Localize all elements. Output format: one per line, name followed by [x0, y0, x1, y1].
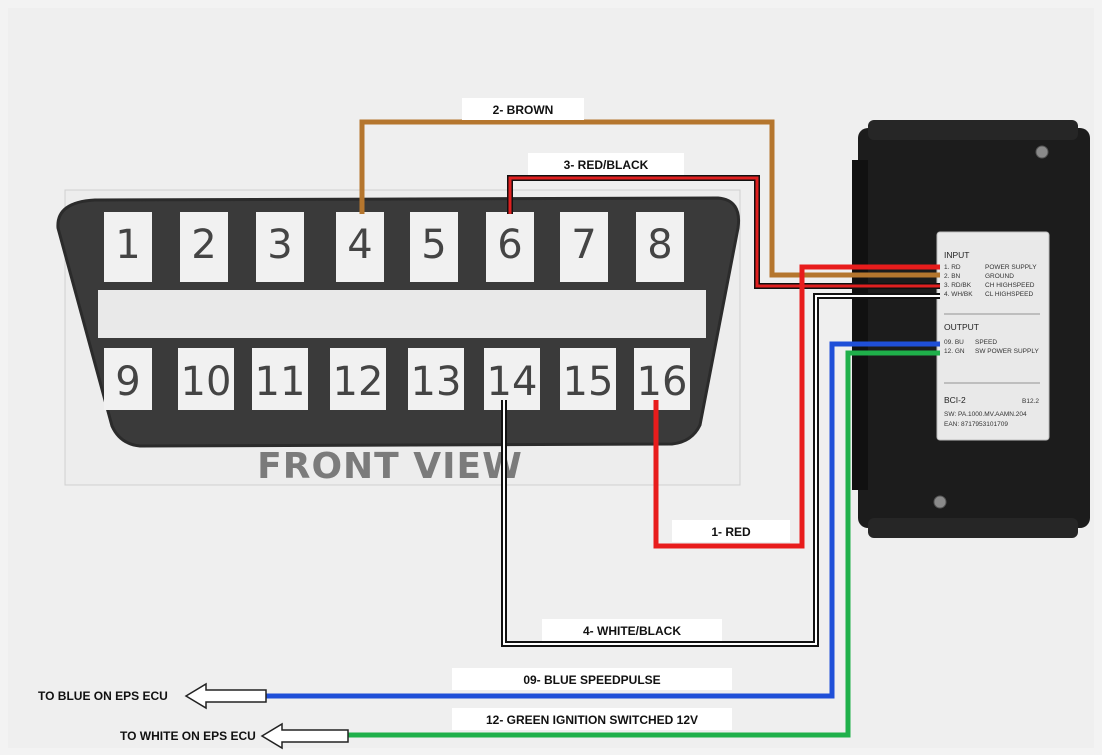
plate-output-code: 12. GN [944, 348, 965, 355]
label-box-green [452, 708, 732, 730]
label-green: 12- GREEN IGNITION SWITCHED 12V [486, 713, 698, 727]
pin-number: 3 [267, 222, 292, 268]
wire-green [348, 350, 940, 738]
pin-cavity [336, 212, 384, 282]
pin-cavity [330, 348, 386, 410]
wire-brown [359, 119, 940, 278]
plate-output-title: OUTPUT [944, 322, 979, 332]
plate-input-desc: CL HIGHSPEED [985, 291, 1033, 298]
module-side-edge [852, 160, 868, 490]
bottom-pin-row [104, 348, 690, 410]
plate-output-code: 09. BU [944, 339, 964, 346]
plate-sw: SW: PA.1000.MV.AAMN.204 [944, 411, 1027, 418]
pin-cavity [560, 348, 616, 410]
module-top-flange [868, 120, 1078, 140]
label-box-brown [462, 98, 584, 120]
arrow-left-icon [260, 722, 349, 750]
plate-input-desc: CH HIGHSPEED [985, 282, 1035, 289]
plate-input-code: 3. RD/BK [944, 282, 972, 289]
label-white-black: 4- WHITE/BLACK [583, 624, 681, 638]
screw-icon [1035, 145, 1049, 159]
pin-cavity [104, 348, 152, 410]
pin-cavity [104, 212, 152, 282]
label-box-white-black [542, 619, 722, 641]
module-label-plate [936, 231, 1050, 441]
label-red-black: 3- RED/BLACK [564, 158, 649, 172]
plate-model: BCI-2 [944, 395, 966, 405]
pin-cavity [180, 212, 228, 282]
pin-cavity [636, 212, 684, 282]
pin-number: 12 [333, 359, 384, 405]
pin-number: 14 [487, 359, 538, 405]
pin-cavity [560, 212, 608, 282]
pin-number: 6 [497, 222, 522, 268]
pin-number: 4 [347, 222, 372, 268]
pin-cavity [178, 348, 234, 410]
ecu-target-white: TO WHITE ON EPS ECU [120, 729, 256, 743]
wire-red-black [508, 176, 940, 288]
pin-number: 7 [571, 222, 596, 268]
pin-number: 10 [181, 359, 232, 405]
plate-ean: EAN: 8717953101709 [944, 421, 1008, 428]
ecu-target-blue: TO BLUE ON EPS ECU [38, 689, 168, 703]
plate-input-desc: GROUND [985, 273, 1014, 280]
label-box-blue [452, 668, 732, 690]
pin-number: 9 [115, 359, 140, 405]
plate-output-desc: SPEED [975, 339, 997, 346]
plate-input-desc: POWER SUPPLY [985, 264, 1037, 271]
pin-cavity [634, 348, 690, 410]
label-box-red [672, 520, 790, 542]
plate-input-title: INPUT [944, 250, 970, 260]
bci-module: INPUT 1. RD POWER SUPPLY 2. BN GROUND 3.… [852, 120, 1090, 538]
plate-version: B12.2 [1022, 398, 1039, 405]
plate-input-code: 1. RD [944, 264, 961, 271]
plate-input-code: 2. BN [944, 273, 961, 280]
pin-number: 2 [191, 222, 216, 268]
pin-number: 1 [115, 222, 140, 268]
pin-cavity [484, 348, 540, 410]
top-pin-row [104, 212, 684, 282]
wire-blue [266, 341, 940, 699]
pin-number: 8 [647, 222, 672, 268]
label-blue: 09- BLUE SPEEDPULSE [523, 673, 660, 687]
arrow-left-icon [184, 682, 267, 710]
pin-cavity [410, 212, 458, 282]
plate-input-code: 4. WH/BK [944, 291, 973, 298]
screw-icon [933, 495, 947, 509]
module-bottom-flange [868, 518, 1078, 538]
connector-center-band [98, 290, 706, 338]
plate-output-desc: SW POWER SUPPLY [975, 348, 1039, 355]
pin-cavity [486, 212, 534, 282]
pin-number: 11 [255, 359, 306, 405]
label-box-red-black [528, 153, 684, 175]
pin-cavity [252, 348, 308, 410]
pin-cavity [408, 348, 464, 410]
label-red: 1- RED [711, 525, 751, 539]
pin-number: 15 [563, 359, 614, 405]
wire-white-black [503, 295, 940, 645]
front-view-caption: FRONT VIEW [257, 446, 523, 487]
pin-number: 16 [637, 359, 688, 405]
pin-number: 5 [421, 222, 446, 268]
pin-number: 13 [411, 359, 462, 405]
wire-red [653, 264, 940, 549]
label-brown: 2- BROWN [493, 103, 554, 117]
pin-cavity [256, 212, 304, 282]
